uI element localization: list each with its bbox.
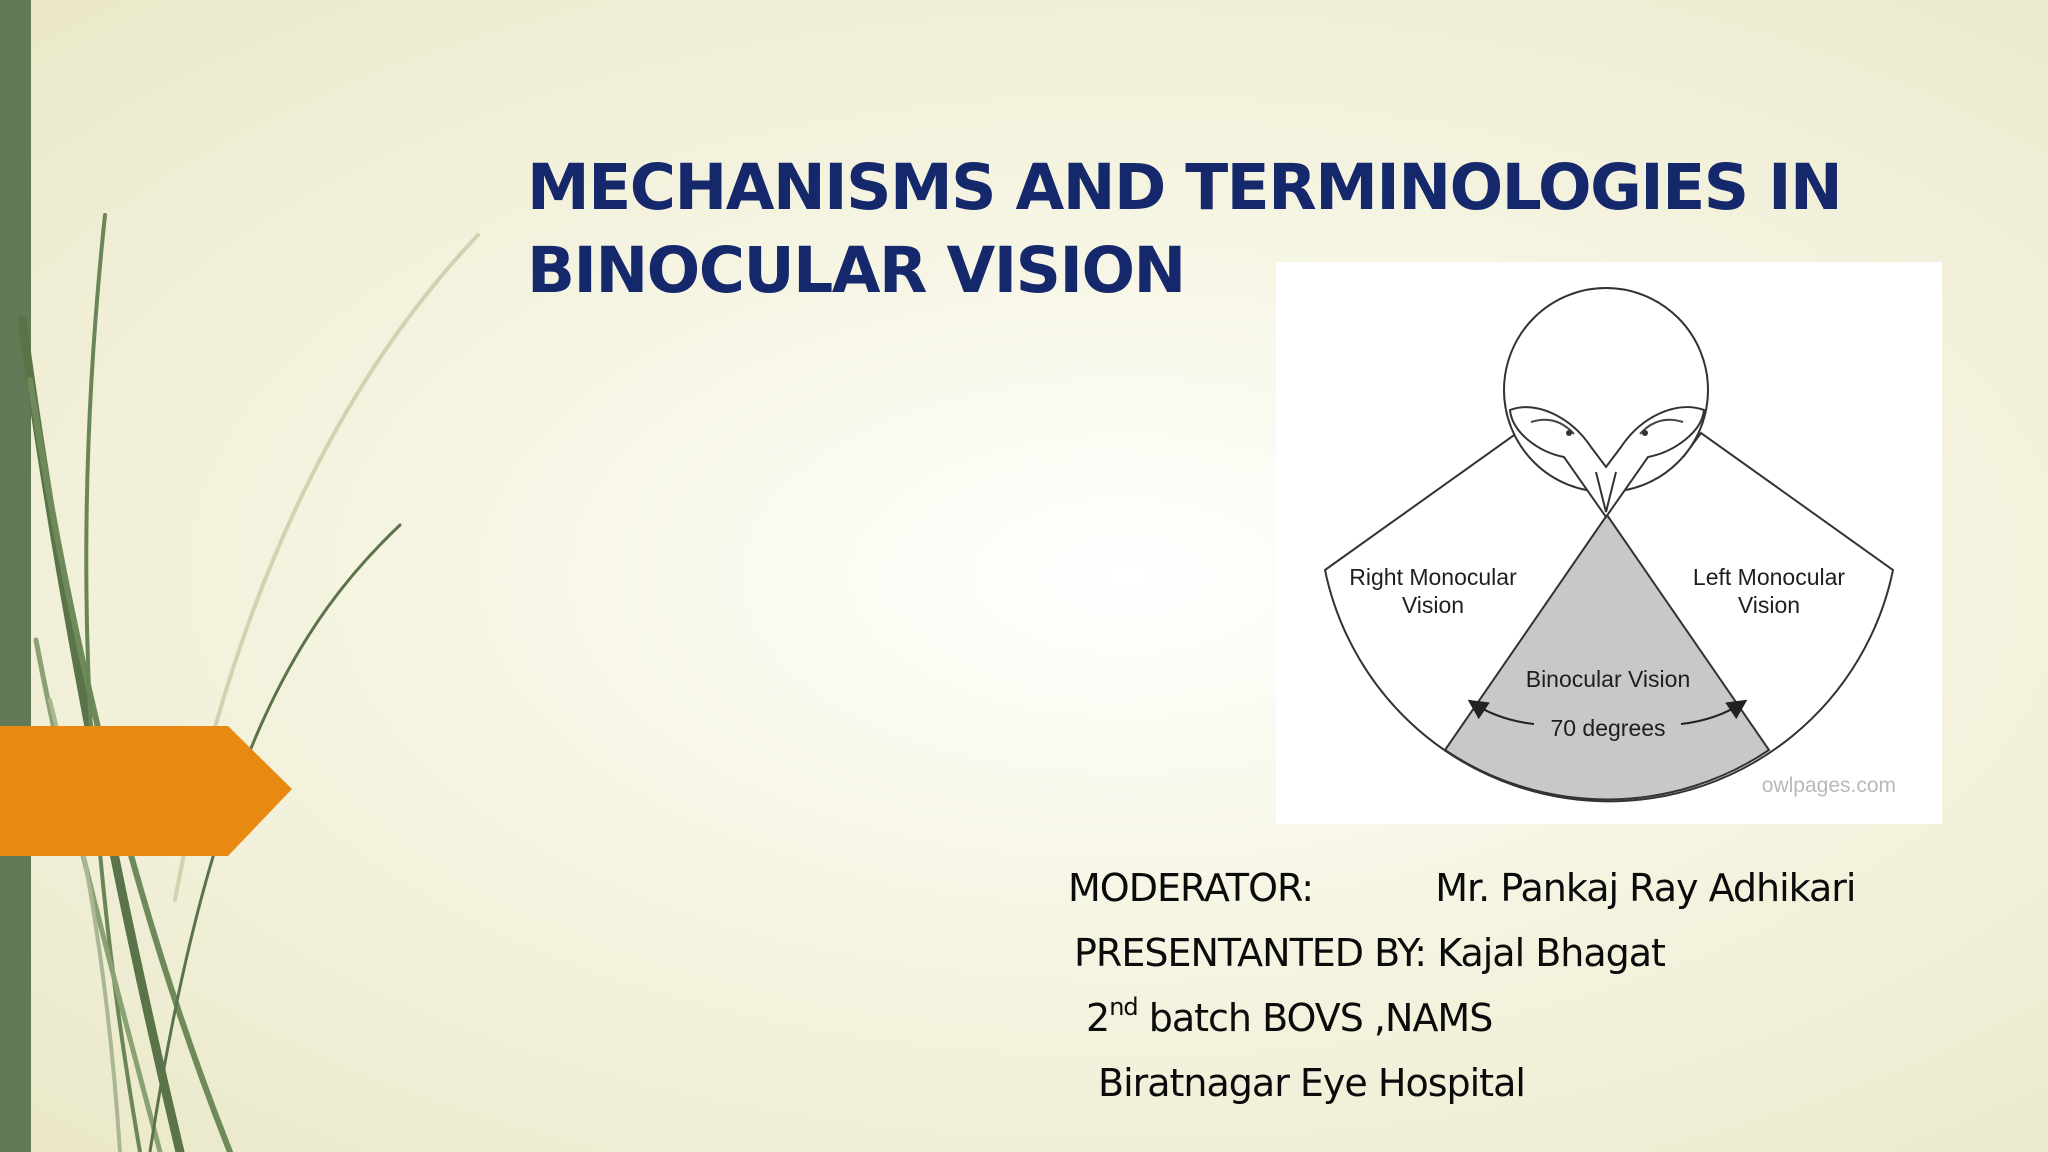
institution-name: Biratnagar Eye Hospital: [1098, 1061, 1526, 1105]
orange-arrow-tab: [0, 726, 292, 856]
left-accent-bar: [0, 0, 31, 1152]
binocular-vision-diagram: Right Monocular Vision Left Monocular Vi…: [1276, 262, 1942, 824]
batch-number: 2: [1086, 996, 1110, 1040]
title-line-2: BINOCULAR VISION: [527, 234, 1186, 307]
title-line-1: MECHANISMS AND TERMINOLOGIES IN: [527, 151, 1843, 224]
right-monocular-label-line-1: Right Monocular: [1349, 564, 1517, 590]
institution-line: Biratnagar Eye Hospital: [1098, 1061, 1526, 1105]
left-monocular-label-line-1: Left Monocular: [1693, 564, 1845, 590]
moderator-label: MODERATOR:: [1068, 866, 1314, 910]
moderator-name: Mr. Pankaj Ray Adhikari: [1435, 866, 1856, 910]
angle-arrow-right: [1680, 699, 1748, 725]
angle-arrow-left: [1467, 699, 1535, 725]
presenter-label: PRESENTANTED BY:: [1074, 931, 1427, 975]
batch-line: 2nd batch BOVS ,NAMS: [1086, 993, 1494, 1040]
head-icon: [1503, 287, 1709, 493]
binocular-region: [1443, 513, 1771, 801]
angle-label: 70 degrees: [1550, 715, 1665, 741]
left-monocular-label-line-2: Vision: [1738, 592, 1800, 618]
slide-title: MECHANISMS AND TERMINOLOGIES IN BINOCULA…: [527, 146, 1843, 312]
moderator-line: MODERATOR: Mr. Pankaj Ray Adhikari: [1068, 866, 1856, 910]
batch-details: batch BOVS ,NAMS: [1148, 996, 1494, 1040]
grass-decoration: [17, 213, 480, 1152]
right-monocular-label-line-2: Vision: [1402, 592, 1464, 618]
binocular-vision-label: Binocular Vision: [1526, 666, 1691, 692]
presenter-line: PRESENTANTED BY: Kajal Bhagat: [1074, 931, 1666, 975]
image-credit: owlpages.com: [1762, 774, 1896, 797]
batch-ordinal-suffix: nd: [1109, 993, 1138, 1021]
presenter-name: Kajal Bhagat: [1437, 931, 1666, 975]
owl-face-icon: [1508, 406, 1706, 519]
